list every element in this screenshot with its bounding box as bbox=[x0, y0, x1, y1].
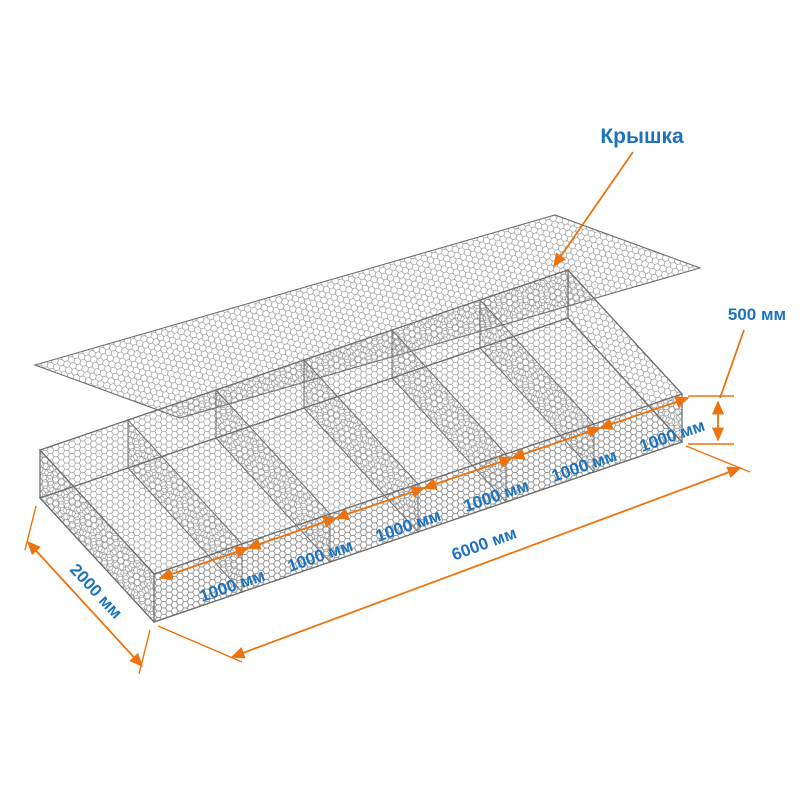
lid bbox=[33, 214, 702, 419]
lid-mesh-panel bbox=[33, 214, 702, 419]
height-leader-line bbox=[719, 329, 745, 399]
lid-leader-line bbox=[553, 151, 634, 268]
width-extension-line bbox=[24, 505, 37, 551]
length-label: 6000 мм bbox=[449, 523, 519, 564]
lid-callout: Крышка bbox=[553, 125, 684, 268]
length-extension-line bbox=[685, 445, 751, 473]
dimension-height-500: 500 мм bbox=[688, 305, 786, 445]
width-dim-line bbox=[27, 540, 143, 668]
height-label: 500 мм bbox=[728, 305, 786, 324]
cell-dim-segment bbox=[598, 396, 690, 430]
length-dim-line bbox=[230, 466, 742, 659]
lid-label: Крышка bbox=[600, 125, 684, 148]
width-extension-line bbox=[138, 629, 151, 675]
cell-dim-segment bbox=[510, 426, 602, 460]
length-extension-line bbox=[157, 625, 243, 663]
